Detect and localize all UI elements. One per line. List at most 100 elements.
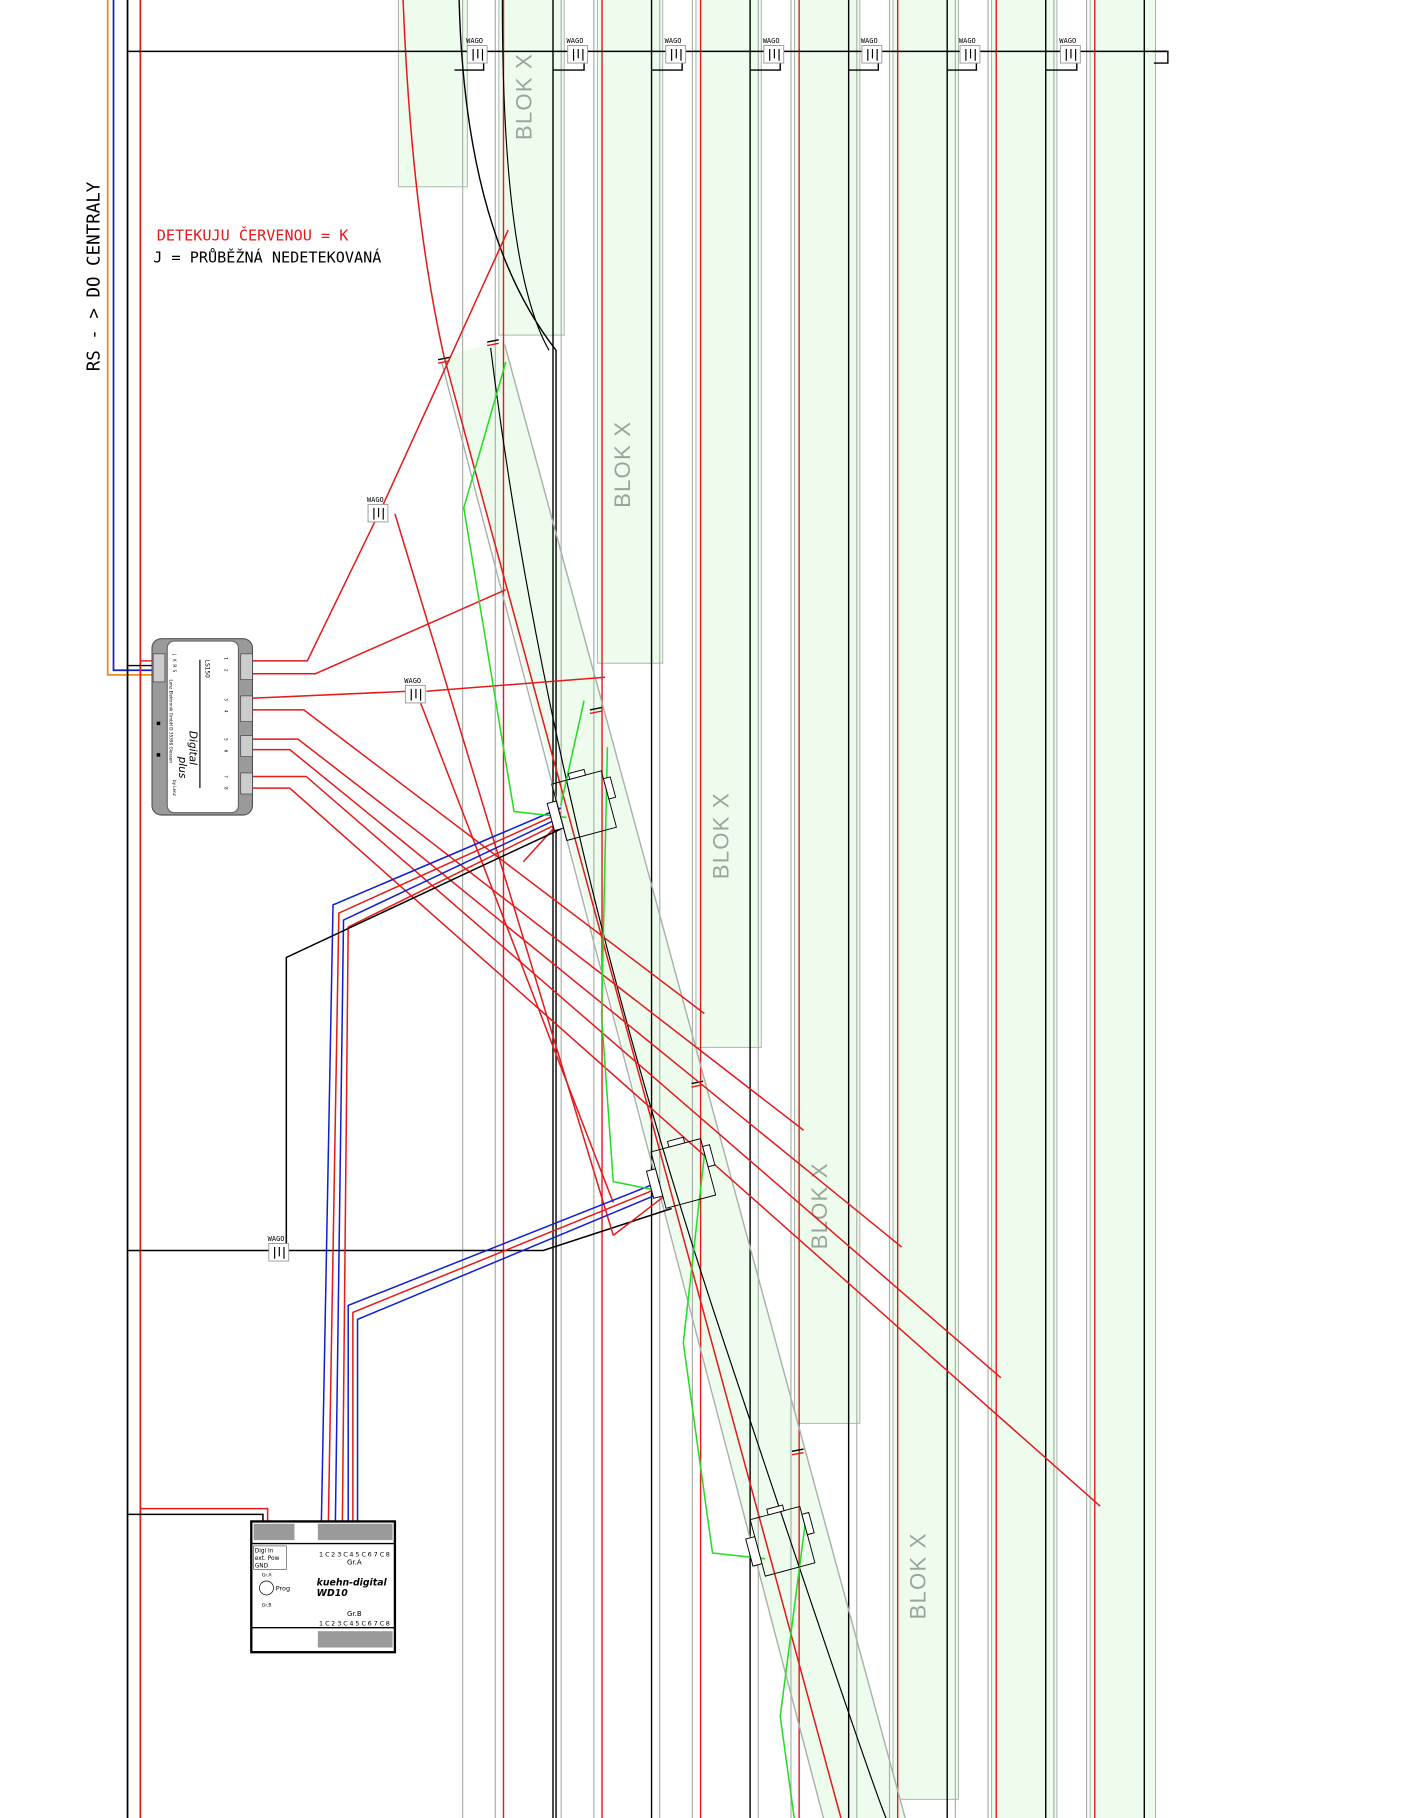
wd10-pin-b: 5	[355, 1619, 359, 1627]
turnout-contact	[702, 1144, 716, 1168]
turnout-motor[interactable]	[541, 763, 623, 843]
svg-text:K: K	[172, 659, 177, 662]
wire-black	[127, 1207, 672, 1252]
wago-clamp	[472, 49, 484, 61]
wago-label: WAGO	[466, 37, 483, 45]
wago-clamp	[867, 49, 878, 61]
wd10-input-gnd: GND	[255, 1564, 269, 1570]
svg-text:R: R	[172, 664, 177, 667]
svg-text:3: 3	[223, 698, 228, 701]
wire-red	[426, 676, 606, 692]
block-area	[1089, 0, 1156, 1818]
wire-green	[682, 1155, 766, 1560]
wire-green	[463, 361, 567, 819]
block-label: BLOK X	[906, 1532, 931, 1619]
wire-turnout-1	[320, 807, 562, 1524]
wago-label: WAGO	[861, 37, 878, 45]
wago-clamp	[274, 1247, 285, 1259]
track-feed-black	[458, 0, 557, 1818]
wire-red	[251, 775, 1002, 1379]
diagonal-block-area	[443, 340, 906, 1818]
wago-label: WAGO	[367, 496, 384, 504]
wire-red	[251, 690, 409, 700]
wago-label: WAGO	[567, 37, 584, 45]
svg-text:S: S	[172, 670, 177, 673]
wire-red	[612, 1196, 664, 1236]
ldt-ls150-module[interactable]: LS150 Lenz Elektronik GmbH D 35398 Giess…	[151, 638, 254, 816]
wd10-pin-b: 4	[349, 1619, 353, 1627]
ldt-brand: Digital	[186, 731, 198, 765]
wire-green	[559, 700, 585, 806]
block-area	[991, 0, 1058, 1818]
wd10-pin-a: 7	[374, 1550, 378, 1558]
wago-clamp	[769, 49, 780, 61]
wd10-model: WD10	[317, 1588, 349, 1599]
wd10-prog-label: Prog	[276, 1584, 290, 1592]
wire-black	[285, 828, 562, 1250]
wd10-pin-a: C	[362, 1550, 367, 1558]
wd10-group-a: Gr.A	[347, 1559, 362, 1567]
wire-turnout-1	[341, 821, 562, 1524]
isolation-joint	[437, 356, 450, 361]
wd10-pin-b: 2	[331, 1619, 335, 1627]
wd10-input-digi: Digi In	[255, 1548, 274, 1554]
wd10-pin-a: C	[343, 1550, 348, 1558]
wire-black	[127, 1513, 264, 1530]
wire-blue	[112, 0, 153, 672]
rs-to-central-label: RS - > DO CENTRALY	[84, 181, 104, 371]
turnout-contact	[801, 1511, 815, 1536]
wire-red	[251, 787, 1101, 1507]
ldt-model: LS150	[204, 660, 210, 678]
turnout-motor[interactable]	[740, 1499, 822, 1579]
wago-connector: WAGO	[665, 37, 687, 64]
wire-turnout-1	[327, 811, 562, 1524]
wire-red	[251, 504, 384, 662]
isolation-joint	[791, 1448, 804, 1453]
block-label: BLOK X	[512, 53, 537, 140]
wd10-pin-a: 8	[386, 1550, 390, 1558]
wago-connector: WAGO	[268, 1235, 290, 1262]
wd10-group-b: Gr.B	[347, 1610, 362, 1618]
wd10-pin-a: 1	[319, 1550, 323, 1558]
svg-text:5: 5	[223, 738, 228, 741]
wd10-pin-a: 2	[331, 1550, 335, 1558]
diagonal-rail-gray	[503, 344, 906, 1818]
wd10-pin-b: 3	[337, 1619, 341, 1627]
ldt-terminal-labels: J K R S 1 2 3 4 5 6 7 8	[172, 653, 228, 790]
wire-green	[779, 1517, 807, 1818]
turnout-connector	[546, 800, 565, 832]
wago-clamp	[965, 49, 976, 61]
diagonal-rail-gray	[440, 361, 825, 1818]
ldt-maker: Lenz Elektronik GmbH D 35398 Giessen	[169, 680, 174, 764]
wago-clamp	[1065, 49, 1077, 61]
wago-clamp	[572, 49, 584, 61]
wd10-pin-b: 8	[386, 1619, 390, 1627]
wd10-pin-b: 6	[368, 1619, 372, 1627]
wd10-prog-button[interactable]	[259, 1580, 274, 1596]
block-areas	[397, 0, 1156, 1818]
wd10-pin-b: C	[343, 1619, 348, 1627]
block-label: BLOK X	[610, 421, 635, 508]
wd10-pin-a: 4	[349, 1550, 353, 1558]
wire-red	[140, 1507, 269, 1530]
wd10-module[interactable]: Digi In ext. Pow GND Gr.A Prog Gr.B kueh…	[250, 1520, 397, 1654]
turnout-motor[interactable]	[640, 1131, 722, 1211]
wire-red	[251, 738, 805, 1131]
svg-text:8: 8	[223, 787, 228, 790]
wago-connector: WAGO	[959, 37, 981, 64]
wire-turnout-2	[352, 1186, 661, 1524]
block-area	[397, 0, 468, 188]
turnout-lever	[766, 1504, 785, 1516]
wago-connector: WAGO	[1059, 37, 1081, 64]
wago-connector: WAGO	[466, 37, 488, 64]
turnout-lever	[567, 768, 587, 780]
svg-text:J: J	[172, 653, 177, 655]
wago-connector: WAGO	[404, 677, 426, 704]
wire-red	[522, 822, 559, 863]
block-area	[596, 0, 664, 664]
wago-label: WAGO	[268, 1235, 285, 1243]
wd10-pin-b: C	[362, 1619, 367, 1627]
